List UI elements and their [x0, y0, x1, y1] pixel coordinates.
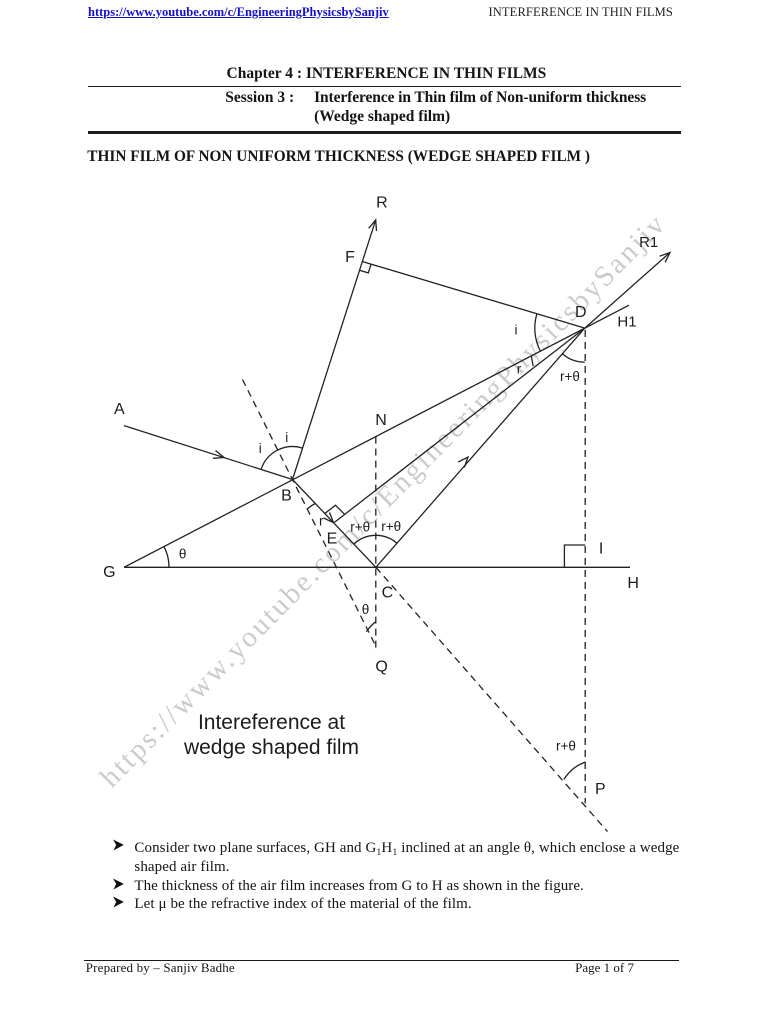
svg-text:θ: θ	[362, 602, 370, 617]
svg-text:r: r	[517, 361, 522, 376]
svg-text:i: i	[259, 441, 262, 456]
svg-text:H1: H1	[617, 314, 636, 331]
svg-text:R: R	[376, 195, 388, 212]
svg-text:https://www.youtube.com/c/Engi: https://www.youtube.com/c/EngineeringPhy…	[94, 207, 673, 793]
svg-text:r: r	[319, 513, 324, 528]
svg-text:R1: R1	[639, 234, 658, 251]
svg-text:F: F	[345, 249, 355, 266]
svg-text:r+θ: r+θ	[381, 519, 401, 534]
svg-text:P: P	[595, 781, 606, 798]
svg-text:i: i	[515, 322, 518, 337]
svg-text:Q: Q	[375, 659, 387, 676]
svg-text:E: E	[327, 530, 338, 547]
svg-text:θ: θ	[179, 547, 187, 562]
svg-text:N: N	[375, 412, 387, 429]
svg-text:B: B	[281, 487, 292, 504]
svg-text:D: D	[575, 304, 587, 321]
svg-text:r+θ: r+θ	[350, 520, 370, 535]
svg-text:A: A	[114, 401, 125, 418]
svg-text:I: I	[599, 540, 603, 557]
svg-text:r+θ: r+θ	[556, 738, 576, 753]
svg-text:C: C	[382, 585, 394, 602]
svg-text:G: G	[103, 564, 115, 581]
svg-text:H: H	[627, 575, 639, 592]
svg-text:r+θ: r+θ	[560, 369, 580, 384]
svg-text:i: i	[285, 430, 288, 445]
